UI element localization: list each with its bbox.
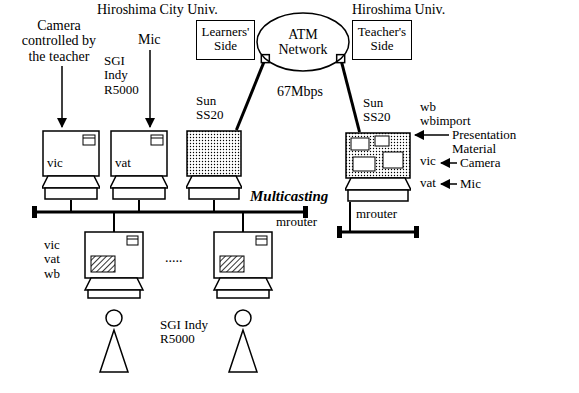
camera-arrow	[61, 66, 63, 127]
window-icon	[151, 135, 163, 145]
app-window	[353, 157, 375, 171]
learner-monitor	[214, 232, 272, 298]
cpu-base	[113, 188, 165, 199]
app-window	[351, 138, 369, 150]
router-name: mrouter	[356, 207, 397, 221]
lan-bus	[35, 211, 305, 214]
ellipse-shape	[257, 13, 349, 71]
monitor-drawing	[186, 130, 242, 200]
monitor-screen	[346, 133, 410, 178]
site-name: Hiroshima Univ.	[352, 2, 445, 17]
node-label: Learners' Side	[202, 25, 250, 54]
bus-drop	[138, 200, 140, 212]
network-ellipse: ATM Network	[256, 12, 350, 72]
monitor-stand	[345, 178, 411, 190]
bus-drop	[213, 200, 215, 212]
camera-arrow	[441, 162, 457, 164]
material-arrow	[415, 134, 449, 136]
router-name: mrouter	[276, 215, 317, 229]
machine-name: SGI Indy R5000	[104, 54, 144, 97]
cpu-base	[348, 190, 408, 201]
protocol-note: Multicasting	[250, 188, 328, 205]
monitor-screen	[43, 131, 99, 176]
monitor-screen	[187, 131, 241, 176]
input-note: Presentation Material	[452, 128, 532, 157]
bus-terminator	[414, 226, 419, 238]
monitor-stand	[110, 176, 168, 188]
device-note: Camera controlled by the teacher	[16, 18, 102, 64]
mic-arrow	[441, 183, 457, 185]
node-label: ATM Network	[279, 27, 328, 58]
cpu-base	[45, 188, 97, 199]
workstation-monitor: vat	[110, 130, 168, 200]
cpu-base	[189, 188, 239, 199]
monitor-stand	[186, 176, 242, 188]
tool-name: vic	[420, 154, 436, 168]
side-box: Teacher's Side	[352, 20, 412, 60]
learner-person	[100, 310, 128, 372]
lan-bus	[340, 231, 416, 234]
tool-list: wb wbimport	[420, 100, 476, 129]
app-window	[375, 136, 389, 146]
tool-name: vat	[115, 156, 131, 170]
atm-link	[341, 59, 360, 132]
bus-terminator	[337, 226, 342, 238]
bus-terminator	[32, 206, 37, 218]
monitor-heading: Sun SS20	[363, 96, 390, 125]
window-icon	[83, 138, 95, 139]
learner-person	[229, 310, 257, 372]
tool-list: vic vat wb	[44, 238, 60, 281]
node-label: Teacher's Side	[358, 25, 406, 54]
tool-name: vat	[420, 176, 436, 190]
app-window	[383, 152, 403, 168]
input-note: Camera	[460, 156, 500, 170]
monitor-stand	[42, 176, 100, 188]
workstation-monitor: Sun SS20	[186, 130, 242, 200]
side-box: Learners' Side	[196, 20, 255, 60]
ellipsis: .....	[165, 250, 183, 265]
workstation-monitor: vic	[42, 130, 100, 200]
bus-drop	[349, 202, 351, 232]
monitor-heading: Sun SS20	[196, 94, 223, 123]
input-note: Mic	[460, 177, 481, 191]
bus-drop	[242, 212, 244, 232]
mic-arrow	[149, 50, 151, 127]
monitor-drawing	[345, 132, 411, 202]
bus-drop	[70, 200, 72, 212]
window-icon	[151, 138, 163, 139]
monitor-screen	[111, 131, 167, 176]
learner-monitor	[85, 232, 143, 298]
bus-drop	[113, 212, 115, 232]
workstation-monitor: Sun SS20	[345, 132, 411, 202]
atm-link	[236, 59, 265, 130]
bandwidth: 67Mbps	[277, 84, 323, 99]
site-name: Hiroshima City Univ.	[97, 2, 218, 17]
device-note: Mic	[138, 32, 161, 47]
window-icon	[83, 135, 95, 145]
tool-name: vic	[47, 156, 63, 170]
machine-name: SGI Indy R5000	[160, 318, 226, 347]
